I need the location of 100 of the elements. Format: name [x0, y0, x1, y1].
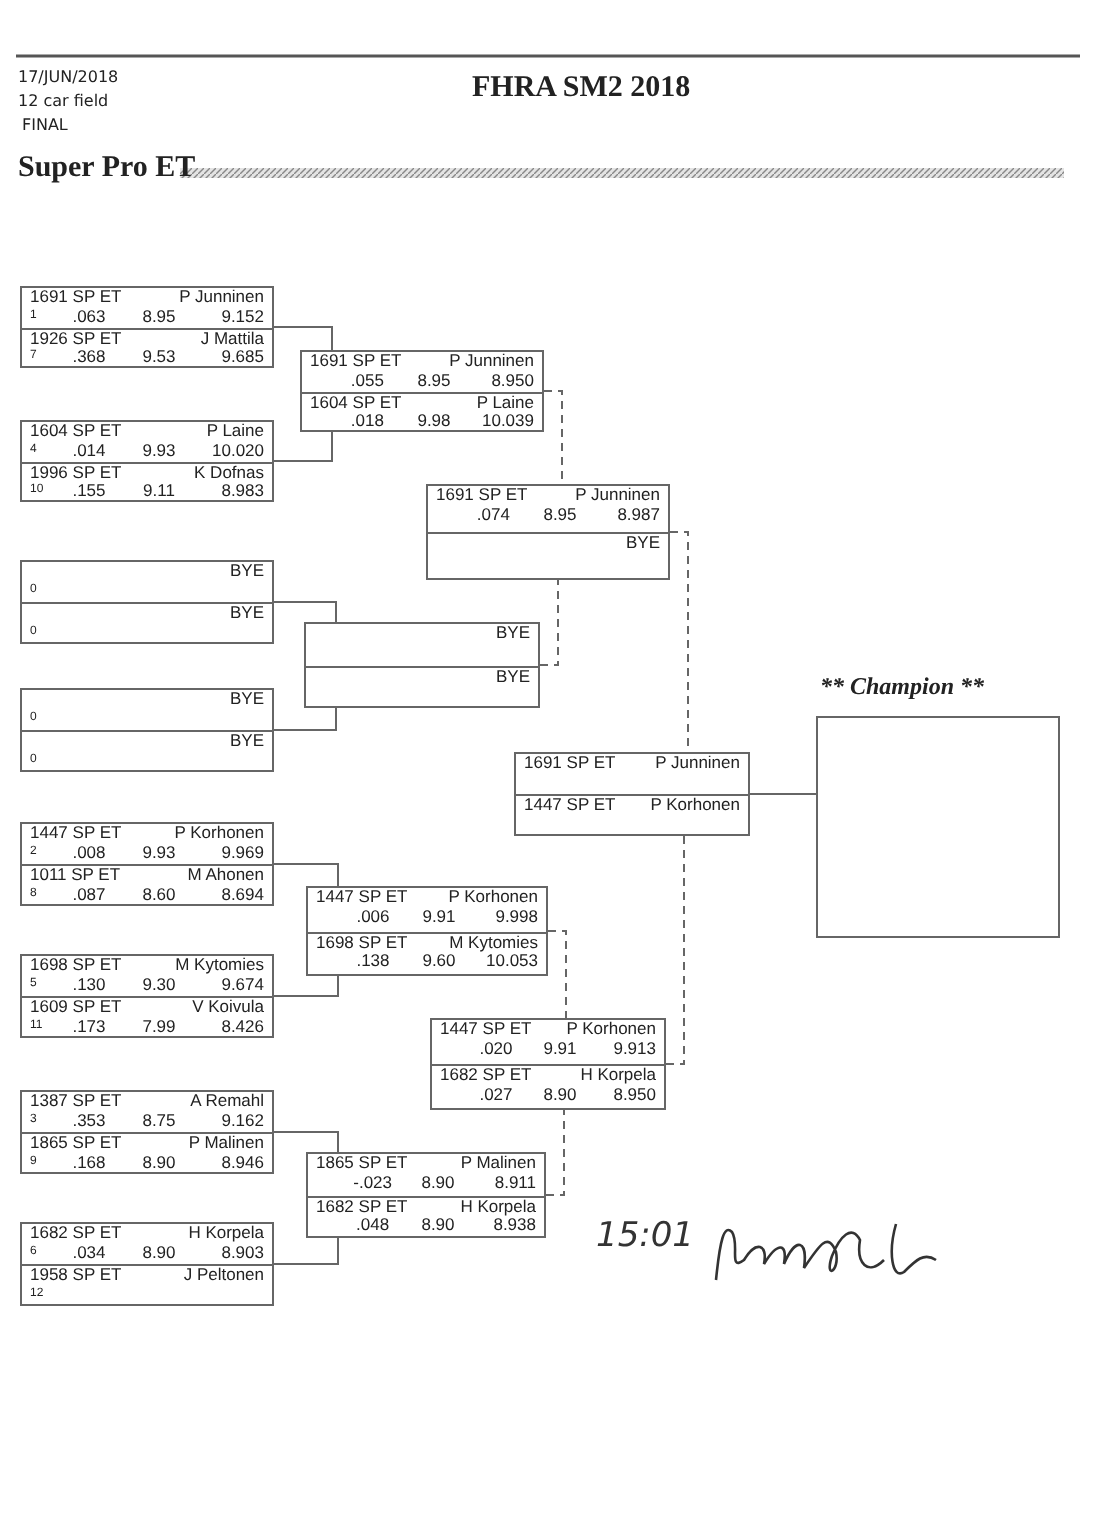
- match-box: [20, 954, 274, 1038]
- reaction-time: .138: [354, 952, 392, 972]
- elapsed-time: 9.969: [219, 843, 264, 863]
- date-text: 17/JUN/2018: [18, 68, 119, 86]
- car-class: 1682 SP ET: [440, 1066, 532, 1086]
- car-class: 1691 SP ET: [30, 288, 122, 308]
- reaction-time: .173: [70, 1017, 108, 1037]
- driver-name: H Korpela: [188, 1224, 264, 1244]
- entry-label: BYE: [229, 562, 264, 582]
- driver-name: V Koivula: [192, 998, 264, 1018]
- dial-in: 9.30: [140, 975, 178, 995]
- entry-slot: [22, 327, 272, 368]
- status-text: FINAL: [22, 116, 68, 134]
- dial-in: 9.53: [140, 348, 178, 368]
- car-class: 1682 SP ET: [316, 1197, 408, 1217]
- car-class: 1387 SP ET: [30, 1092, 122, 1112]
- result-box: [816, 716, 1060, 938]
- elapsed-time: 8.987: [615, 505, 660, 525]
- match-box: [20, 560, 274, 644]
- dial-in: 8.95: [140, 307, 178, 327]
- entry-slot: [22, 996, 272, 1038]
- entry-label: BYE: [625, 534, 660, 554]
- car-class: 1996 SP ET: [30, 463, 122, 483]
- match-box: [20, 420, 274, 502]
- driver-name: P Korhonen: [174, 824, 264, 844]
- driver-name: J Mattila: [200, 329, 264, 349]
- dial-in: 8.90: [419, 1173, 457, 1193]
- driver-name: H Korpela: [580, 1066, 656, 1086]
- reaction-time: .063: [70, 307, 108, 327]
- car-class: 1958 SP ET: [30, 1266, 122, 1286]
- driver-name: P Junninen: [449, 352, 534, 372]
- reaction-time: .034: [70, 1243, 108, 1263]
- driver-name: P Junninen: [575, 486, 660, 506]
- elapsed-time: 8.911: [492, 1173, 536, 1193]
- bracket-connector: [273, 431, 333, 462]
- driver-name: M Kytomies: [449, 933, 538, 953]
- elapsed-time: 10.020: [210, 441, 264, 461]
- car-class: 1447 SP ET: [30, 824, 122, 844]
- driver-name: P Korhonen: [448, 888, 538, 908]
- title: FHRA SM2 2018: [472, 72, 691, 106]
- bracket-connector: [665, 835, 685, 1065]
- dial-in: 8.60: [140, 885, 178, 905]
- driver-name: M Ahonen: [187, 866, 264, 886]
- elapsed-time: 9.162: [219, 1111, 264, 1131]
- driver-name: P Malinen: [188, 1134, 264, 1154]
- elapsed-time: 8.950: [489, 371, 534, 391]
- elapsed-time: 8.946: [219, 1153, 264, 1173]
- entry-slot: [22, 1132, 272, 1174]
- bracket-connector: [273, 326, 333, 351]
- car-class: 1609 SP ET: [30, 998, 122, 1018]
- dial-in: 9.11: [141, 482, 177, 502]
- elapsed-time: 8.426: [219, 1017, 264, 1037]
- class-heading: Super Pro ET: [18, 152, 196, 186]
- reaction-time: .027: [477, 1085, 515, 1105]
- reaction-time: .155: [70, 482, 108, 502]
- field-size-text: 12 car field: [18, 92, 109, 110]
- match-box: [300, 350, 544, 432]
- bracket-connector: [273, 863, 339, 887]
- dial-in: 8.90: [140, 1153, 178, 1173]
- car-class: 1604 SP ET: [30, 422, 122, 442]
- entry-slot: [22, 864, 272, 906]
- bracket-connector: [545, 1109, 565, 1196]
- bracket-connector: [547, 930, 567, 1019]
- match-box: [430, 1018, 666, 1110]
- match-box: [20, 286, 274, 368]
- handwritten-time: 15:01: [596, 1216, 694, 1256]
- elapsed-time: 9.152: [219, 307, 264, 327]
- driver-name: P Laine: [206, 422, 264, 442]
- elapsed-time: 8.983: [219, 482, 264, 502]
- reaction-time: .074: [474, 505, 512, 525]
- elapsed-time: 10.053: [486, 952, 538, 972]
- elapsed-time: 9.913: [611, 1039, 656, 1059]
- reaction-time: .353: [70, 1111, 108, 1131]
- car-class: 1865 SP ET: [316, 1154, 408, 1174]
- match-box: [426, 484, 670, 580]
- bracket-connector: [273, 601, 337, 623]
- bracket-connector: [273, 1237, 339, 1265]
- dial-in: 8.95: [541, 505, 579, 525]
- car-class: 1604 SP ET: [310, 393, 402, 413]
- elapsed-time: 8.950: [613, 1085, 656, 1105]
- match-box: [20, 688, 274, 772]
- reaction-time: .018: [348, 412, 386, 432]
- reaction-time: .006: [354, 907, 392, 927]
- driver-name: H Korpela: [460, 1197, 536, 1217]
- dial-in: 9.93: [140, 843, 178, 863]
- dial-in: 9.91: [420, 907, 458, 927]
- reaction-time: .130: [70, 975, 108, 995]
- car-class: 1865 SP ET: [30, 1134, 122, 1154]
- match-box: [514, 752, 750, 836]
- match-box: [304, 622, 540, 708]
- driver-name: P Junninen: [655, 754, 740, 774]
- reaction-time: .087: [70, 885, 108, 905]
- driver-name: K Dofnas: [194, 463, 264, 483]
- elapsed-time: 9.998: [493, 907, 538, 927]
- match-box: [20, 1090, 274, 1174]
- dial-in: 8.90: [541, 1085, 579, 1105]
- entry-label: BYE: [229, 690, 264, 710]
- reaction-time: -.023: [351, 1173, 395, 1193]
- reaction-time: .008: [70, 843, 108, 863]
- match-box: [20, 1222, 274, 1306]
